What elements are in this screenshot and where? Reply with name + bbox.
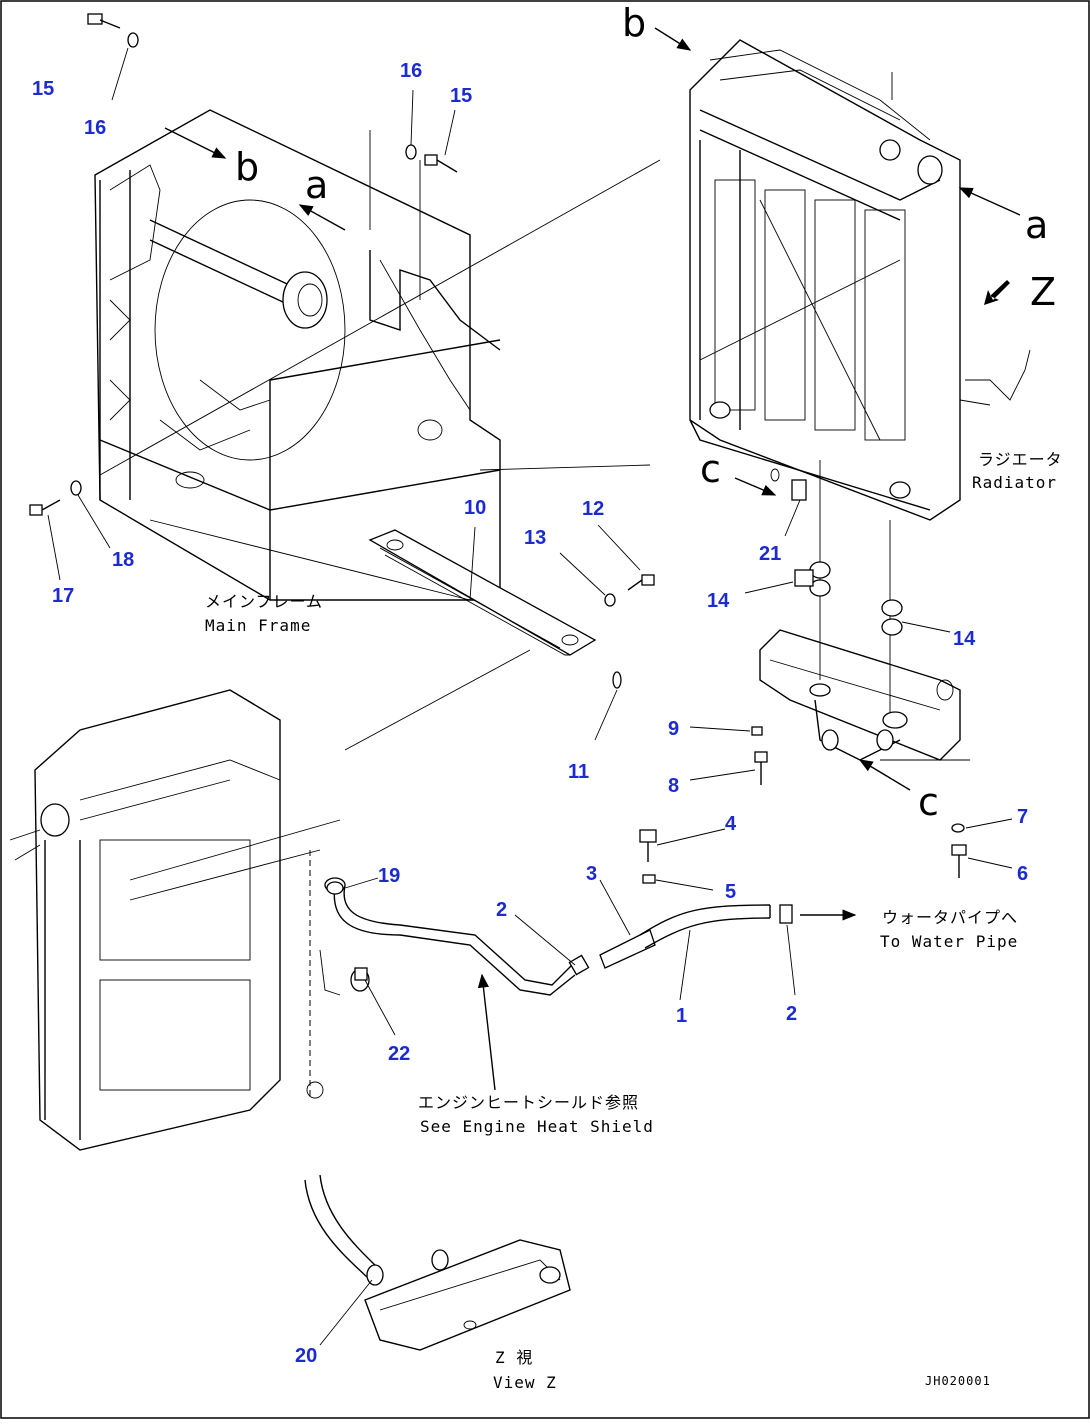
- callout-13: 13: [524, 527, 546, 549]
- callout-14: 14: [953, 628, 976, 650]
- callout-7: 7: [1017, 806, 1028, 828]
- callout-18: 18: [112, 549, 134, 571]
- radiator-drawing: [689, 39, 1031, 521]
- direction-arrows: [164, 27, 1021, 1091]
- water-pipe-bracket-drawing: [759, 629, 970, 761]
- callout-20: 20: [295, 1345, 317, 1367]
- view-letter-z: Z: [1030, 270, 1056, 314]
- view-letter-a: a: [305, 163, 328, 207]
- callout-19: 19: [378, 865, 400, 887]
- heat-shield-label-en: See Engine Heat Shield: [420, 1117, 654, 1136]
- view-z-arrow-icon: [984, 280, 1010, 305]
- view-letter-c: c: [918, 780, 939, 824]
- view-z-label-jp: Z 視: [495, 1348, 533, 1367]
- callout-2: 2: [496, 899, 507, 921]
- view-letter-a: a: [1025, 203, 1048, 247]
- support-plate-drawing: [368, 529, 597, 656]
- view-z-drawing: [304, 1174, 571, 1351]
- view-letter-b: b: [235, 145, 259, 189]
- small-parts: [29, 13, 967, 981]
- callout-2: 2: [786, 1003, 797, 1025]
- view-letter-c: c: [700, 447, 721, 491]
- callout-9: 9: [668, 718, 679, 740]
- main-frame-label-jp: メインフレーム: [205, 592, 323, 611]
- callout-5: 5: [725, 881, 736, 903]
- callout-14: 14: [707, 590, 730, 612]
- callout-12: 12: [582, 498, 604, 520]
- callout-21: 21: [759, 543, 781, 565]
- callout-4: 4: [725, 813, 737, 835]
- callout-1: 1: [676, 1005, 687, 1027]
- view-letters: b b a a Z c c: [235, 1, 1056, 824]
- heat-shield-label-jp: エンジンヒートシールド参照: [418, 1093, 639, 1112]
- callout-16: 16: [400, 60, 422, 82]
- callout-numbers: 15 16 16 15 17 18 10 12 13 11 21 14 14 9…: [32, 60, 1028, 1367]
- callout-8: 8: [668, 775, 679, 797]
- callout-11: 11: [568, 761, 589, 783]
- leader-lines: [47, 47, 1013, 1346]
- callout-6: 6: [1017, 863, 1028, 885]
- hose-pipe-drawing: [324, 877, 793, 996]
- lower-radiator-drawing: [9, 689, 341, 1151]
- connection-lines: [99, 130, 891, 751]
- callout-22: 22: [388, 1043, 410, 1065]
- view-z-label-en: View Z: [493, 1373, 557, 1392]
- water-pipe-label-en: To Water Pipe: [880, 932, 1018, 951]
- radiator-label-jp: ラジエータ: [978, 450, 1063, 469]
- callout-17: 17: [52, 585, 74, 607]
- radiator-label-en: Radiator: [972, 473, 1057, 492]
- callout-15: 15: [450, 85, 472, 107]
- captions: ラジエータ Radiator メインフレーム Main Frame ウォータパイ…: [205, 450, 1063, 1392]
- main-frame-label-en: Main Frame: [205, 616, 311, 635]
- main-frame-drawing: [94, 109, 501, 601]
- view-letter-b: b: [622, 1, 646, 45]
- callout-10: 10: [464, 497, 486, 519]
- callout-16: 16: [84, 117, 106, 139]
- callout-15: 15: [32, 78, 54, 100]
- callout-3: 3: [586, 863, 597, 885]
- drawing-id: JH020001: [925, 1374, 991, 1388]
- water-pipe-label-jp: ウォータパイプへ: [882, 908, 1018, 927]
